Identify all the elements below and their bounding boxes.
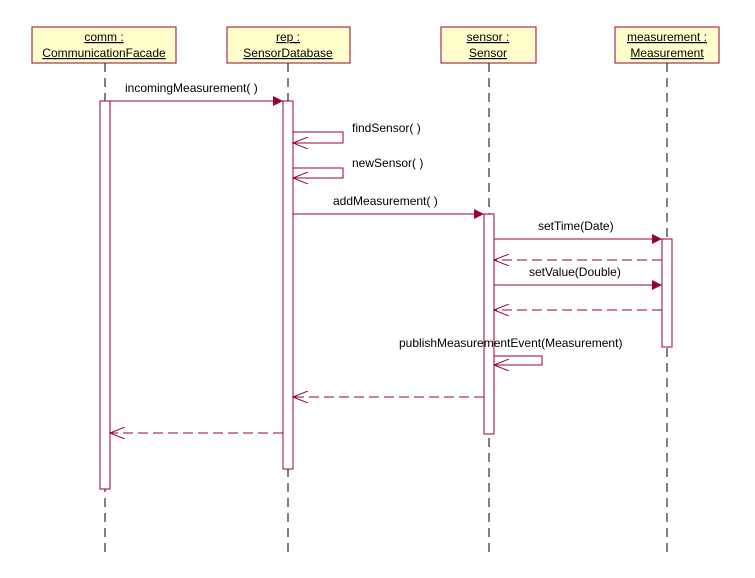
participant-rep-name: rep :: [276, 30, 300, 44]
message-publish-measurement-event-arrow: [494, 355, 543, 365]
participant-comm-name: comm :: [84, 30, 123, 44]
message-new-sensor-label: newSensor( ): [352, 156, 423, 170]
message-set-value-label: setValue(Double): [529, 265, 621, 279]
participant-sensor-name: sensor :: [467, 30, 510, 44]
message-add-measurement-label: addMeasurement( ): [333, 194, 438, 208]
participant-sensor-type: Sensor: [469, 46, 507, 60]
message-set-time-label: setTime(Date): [538, 219, 614, 233]
participant-measurement-type: Measurement: [630, 46, 704, 60]
participant-rep: rep : SensorDatabase: [226, 26, 351, 64]
activation-rep: [282, 100, 294, 470]
activation-comm: [99, 100, 111, 490]
message-publish-measurement-event-label: publishMeasurementEvent(Measurement): [399, 336, 622, 350]
message-find-sensor-label: findSensor( ): [352, 121, 421, 135]
message-new-sensor-arrow: [293, 167, 344, 178]
participant-rep-type: SensorDatabase: [243, 46, 333, 60]
participant-measurement-name: measurement :: [627, 30, 707, 44]
message-incoming-measurement-label: incomingMeasurement( ): [125, 81, 258, 95]
activation-measurement: [661, 238, 673, 348]
participant-comm: comm : CommunicationFacade: [31, 26, 177, 64]
activation-sensor: [483, 213, 495, 435]
participant-sensor: sensor : Sensor: [440, 26, 537, 64]
message-find-sensor-arrow: [293, 131, 344, 143]
participant-measurement: measurement : Measurement: [614, 26, 720, 64]
participant-comm-type: CommunicationFacade: [42, 46, 166, 60]
